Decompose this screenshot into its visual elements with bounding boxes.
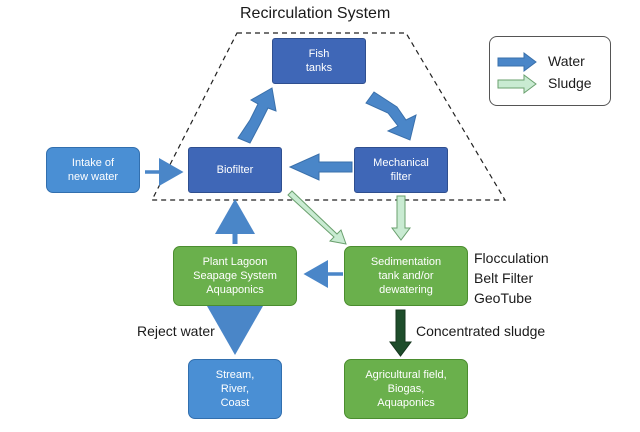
concentrated-sludge-label: Concentrated sludge [416,323,546,339]
intake-box: Intake of new water [46,147,140,193]
legend [489,36,611,106]
stream-river-coast-box: Stream, River, Coast [188,359,282,419]
legend-water-arrow-icon [497,52,537,72]
arrow-biofilter-to-sedimentation-sludge [287,190,347,245]
biofilter-box: Biofilter [188,147,282,193]
diagram-title: Recirculation System [240,5,391,22]
plant-lagoon-box: Plant Lagoon Seapage System Aquaponics [173,246,297,306]
agricultural-field-box: Agricultural field, Biogas, Aquaponics [344,359,468,419]
arrow-biofilter-to-fish [237,87,277,144]
legend-sludge-label: Sludge [548,75,592,91]
reject-water-label: Reject water [137,323,215,339]
arrow-mechanical-to-sedimentation-sludge [391,195,411,241]
arrow-concentrated-sludge [389,309,412,357]
arrow-fish-to-mechanical [365,91,417,141]
side-methods-label: Flocculation Belt Filter GeoTube [474,250,549,306]
sedimentation-box: Sedimentation tank and/or dewatering [344,246,468,306]
recirculation-boundary [151,32,507,201]
fish-tanks-box: Fish tanks [272,38,366,84]
mechanical-filter-box: Mechanical filter [354,147,448,193]
legend-water-label: Water [548,53,585,69]
arrow-mechanical-to-biofilter [288,153,353,181]
legend-sludge-arrow-icon [497,74,537,94]
